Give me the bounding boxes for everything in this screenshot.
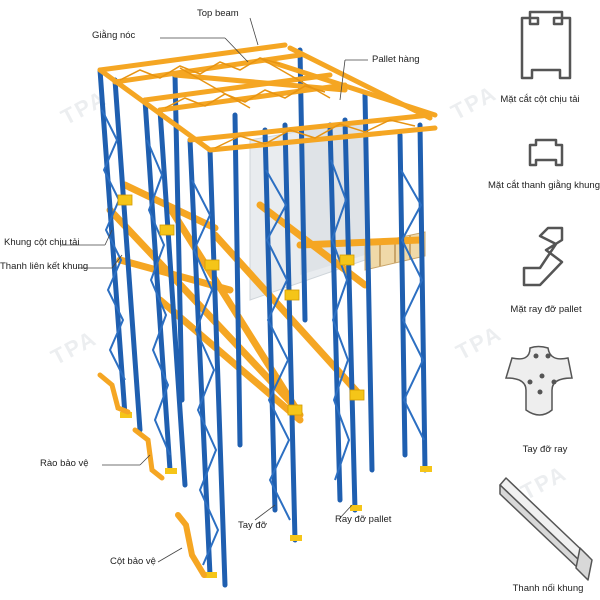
column-guards xyxy=(175,512,207,578)
callout-thanh-lien-ket: Thanh liên kết khung xyxy=(0,261,89,272)
caption-column-section: Mặt cắt cột chịu tải xyxy=(500,94,580,105)
top-bracing xyxy=(119,57,416,149)
caption-frame-brace-section: Mặt cắt thanh giằng khung xyxy=(488,180,600,191)
caption-frame-connector-bar: Thanh nối khung xyxy=(512,583,584,594)
frame-bracing xyxy=(101,109,425,566)
callout-khung-cot: Khung cột chịu tải xyxy=(4,237,80,248)
callout-giang-noc: Giằng nóc xyxy=(92,30,136,41)
callout-rao-bao-ve: Rào bảo vệ xyxy=(40,458,89,469)
base-plates xyxy=(120,412,432,578)
callout-cot-bao-ve: Cột bảo vệ xyxy=(110,556,156,567)
callout-pallet-hang: Pallet hàng xyxy=(372,54,420,65)
callout-top-beam: Top beam xyxy=(197,8,239,19)
caption-pallet-rail-section: Mặt ray đỡ pallet xyxy=(510,304,582,315)
uprights xyxy=(97,47,428,588)
leader-lines xyxy=(60,17,368,563)
rail-support-arms xyxy=(117,194,365,416)
callout-tay-do: Tay đỡ xyxy=(238,520,267,531)
guard-rails xyxy=(97,372,165,481)
callout-ray-do-pallet: Ray đỡ pallet xyxy=(335,514,392,525)
caption-rail-support-plate: Tay đỡ ray xyxy=(522,444,568,455)
top-beams xyxy=(97,42,438,153)
